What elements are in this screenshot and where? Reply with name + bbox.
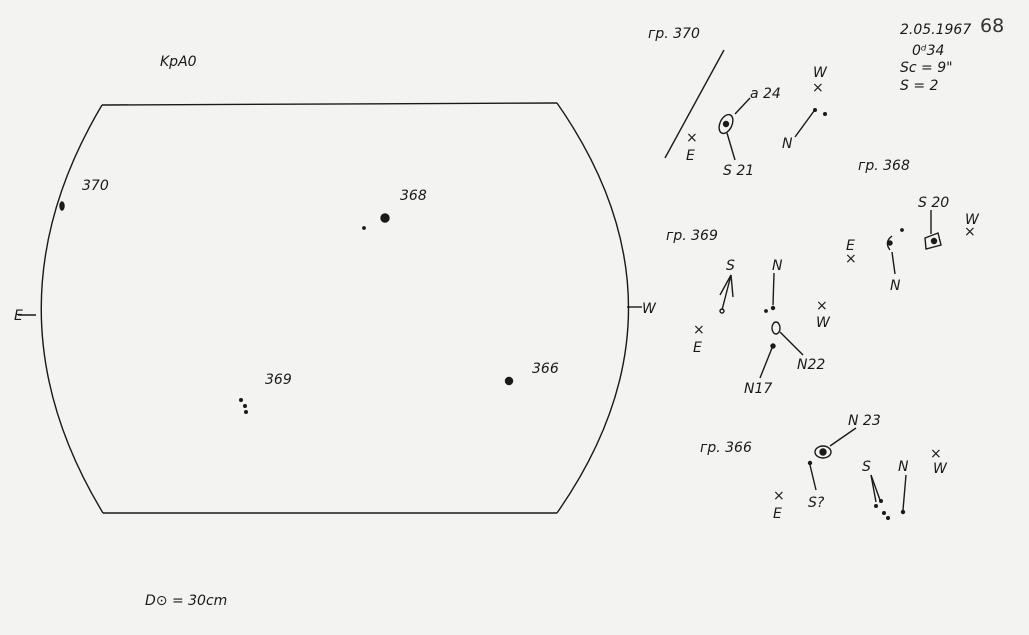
instrument-label: KpA0 <box>160 54 197 70</box>
svg-text:гр. 370: гр. 370 <box>648 26 700 42</box>
group-label-368: 368 <box>400 188 427 204</box>
svg-text:N: N <box>898 459 909 475</box>
detail-group-368: гр. 368 S 20 W × E × N <box>845 158 980 294</box>
disk-groups: 370 368 369 366 <box>59 178 559 415</box>
svg-text:S 20: S 20 <box>918 195 949 211</box>
group-label-369: 369 <box>265 372 292 388</box>
diameter-label: D⊙ = 30cm <box>145 593 227 609</box>
svg-text:гр. 368: гр. 368 <box>858 158 910 174</box>
svg-text:N 23: N 23 <box>848 413 881 429</box>
detail-group-369: гр. 369 S N N22 N17 × E × W <box>666 228 831 397</box>
svg-text:W: W <box>965 212 980 228</box>
svg-text:E: E <box>846 238 855 254</box>
svg-text:a 24: a 24 <box>750 86 781 102</box>
date: 2.05.1967 <box>900 22 971 38</box>
s-value: S = 2 <box>900 78 939 94</box>
svg-text:×: × <box>930 446 942 462</box>
svg-text:×: × <box>686 130 698 146</box>
svg-text:×: × <box>693 322 705 338</box>
group-label-370: 370 <box>82 178 109 194</box>
seeing: Sc = 9" <box>900 60 953 76</box>
detail-group-366: гр. 366 N 23 S? × E S N × W <box>700 413 948 522</box>
svg-text:×: × <box>773 488 785 504</box>
svg-text:E: E <box>686 148 695 164</box>
detail-group-370: гр. 370 × E a 24 S 21 W × N <box>648 26 828 179</box>
svg-text:N: N <box>772 258 783 274</box>
svg-text:E: E <box>773 506 782 522</box>
svg-text:×: × <box>816 298 828 314</box>
disk-east-label: E <box>14 308 23 324</box>
svg-text:N: N <box>782 136 793 152</box>
svg-text:S 21: S 21 <box>723 163 754 179</box>
svg-text:S: S <box>726 258 735 274</box>
svg-text:гр. 366: гр. 366 <box>700 440 752 456</box>
svg-text:×: × <box>845 251 857 267</box>
svg-text:гр. 369: гр. 369 <box>666 228 718 244</box>
svg-text:×: × <box>812 80 824 96</box>
svg-text:W: W <box>813 65 828 81</box>
svg-text:N17: N17 <box>744 381 772 397</box>
spot-366 <box>504 376 514 386</box>
svg-text:S?: S? <box>808 495 825 511</box>
page-number: 68 <box>980 15 1004 37</box>
svg-text:E: E <box>693 340 702 356</box>
svg-text:N22: N22 <box>797 357 825 373</box>
svg-text:×: × <box>964 224 976 240</box>
group-label-366: 366 <box>532 361 559 377</box>
svg-text:N: N <box>890 278 901 294</box>
svg-text:W: W <box>933 461 948 477</box>
spot-370 <box>59 201 65 211</box>
svg-text:S: S <box>862 459 871 475</box>
svg-text:W: W <box>816 315 831 331</box>
solar-disk-outline <box>18 102 642 514</box>
time: 0ᵈ34 <box>912 43 944 59</box>
disk-west-label: W <box>642 301 657 317</box>
spot-368 <box>380 213 390 223</box>
